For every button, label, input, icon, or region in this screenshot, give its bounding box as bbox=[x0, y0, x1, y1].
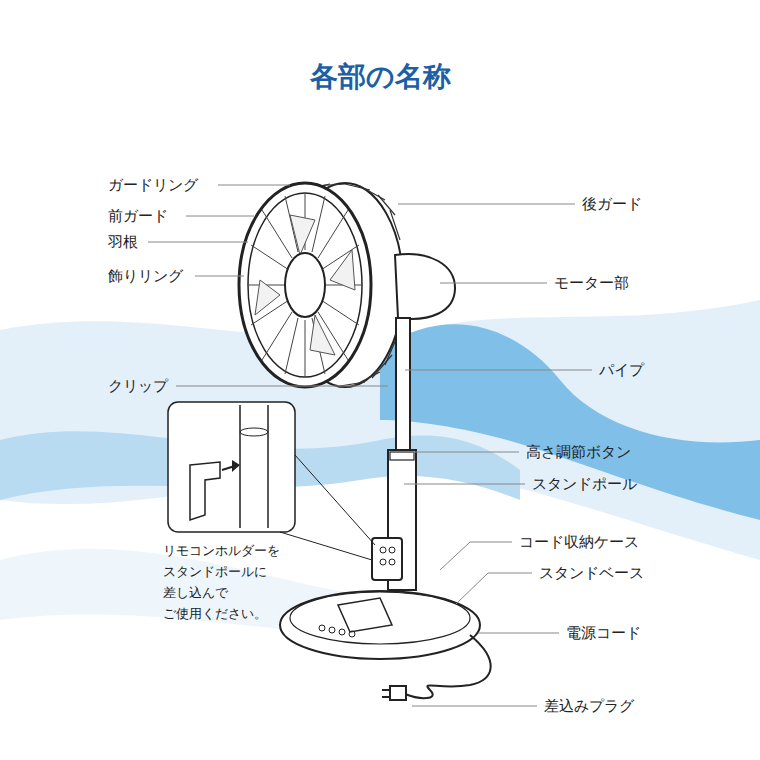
part-label: 前ガード bbox=[108, 206, 168, 226]
part-label: クリップ bbox=[108, 376, 168, 396]
page-title: 各部の名称 bbox=[0, 58, 760, 96]
part-label: 飾りリング bbox=[108, 266, 183, 286]
part-label: 差込みプラグ bbox=[544, 696, 634, 716]
part-label: パイプ bbox=[599, 360, 644, 380]
part-label: 羽根 bbox=[108, 232, 138, 252]
part-label: モーター部 bbox=[554, 273, 629, 293]
part-label: ガードリング bbox=[108, 175, 198, 195]
part-label: スタンドポール bbox=[532, 474, 637, 494]
part-label: スタンドベース bbox=[539, 563, 644, 583]
usage-note: リモコンホルダーを スタンドポールに 差し込んで ご使用ください。 bbox=[163, 540, 303, 624]
part-label: 後ガード bbox=[582, 194, 642, 214]
part-label: 電源コード bbox=[566, 623, 641, 643]
part-label: コード収納ケース bbox=[519, 532, 639, 552]
part-label: 高さ調節ボタン bbox=[526, 442, 631, 462]
